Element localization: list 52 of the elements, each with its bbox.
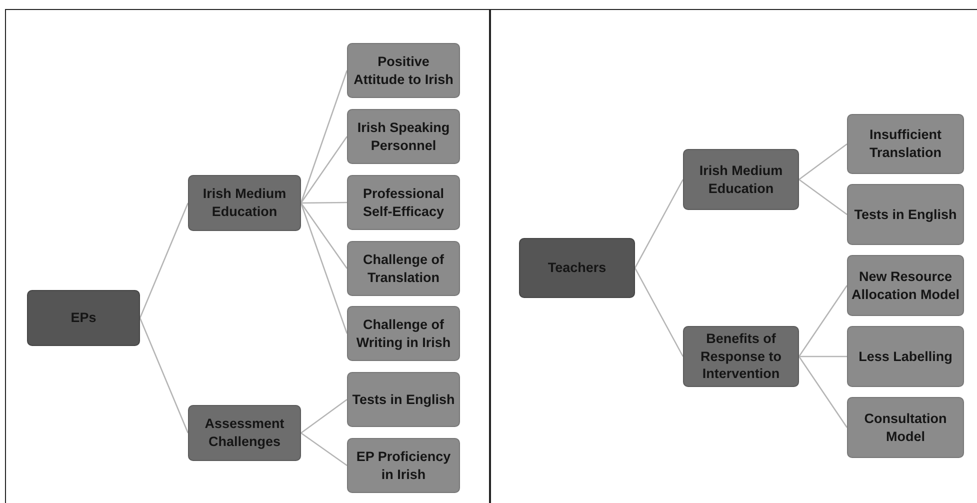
box-label: Irish Medium Education — [202, 185, 288, 221]
connector-line — [798, 143, 848, 180]
box-label: Irish Medium Education — [698, 162, 784, 198]
connector-line — [300, 202, 348, 269]
connector-line — [799, 356, 847, 358]
box-label: Challenge of Translation — [362, 250, 445, 286]
connector-line — [300, 70, 348, 204]
connector-line — [139, 202, 189, 318]
box-label: EP Proficiency in Irish — [355, 448, 452, 484]
topic-box — [347, 109, 460, 164]
topic-box — [847, 397, 964, 458]
box-label: Tests in English — [352, 390, 455, 408]
connector-line — [300, 398, 348, 434]
connector-line — [798, 356, 848, 428]
topic-box — [847, 255, 964, 316]
connector-line — [634, 179, 684, 268]
box-label: New Resource Allocation Model — [851, 268, 960, 304]
topic-box — [847, 184, 964, 245]
topic-box — [347, 372, 460, 427]
topic-box — [347, 306, 460, 361]
box-label: Assessment Challenges — [204, 415, 286, 451]
topic-box — [347, 438, 460, 493]
connector-line — [300, 136, 348, 204]
box-label: Benefits of Response to Intervention — [699, 330, 782, 383]
connector-line — [634, 268, 684, 357]
topic-box — [188, 175, 301, 231]
topic-box — [188, 405, 301, 461]
box-label: Insufficient Translation — [868, 126, 942, 162]
topic-box — [27, 290, 140, 346]
box-label: Irish Speaking Personnel — [356, 118, 451, 154]
topic-box — [347, 43, 460, 98]
topic-box — [847, 326, 964, 387]
topic-box — [347, 241, 460, 296]
box-label: Tests in English — [854, 206, 957, 224]
connector-line — [301, 202, 347, 204]
box-label: Less Labelling — [858, 348, 952, 366]
topic-box — [847, 114, 964, 174]
box-label: Consultation Model — [863, 410, 948, 446]
topic-box — [683, 149, 799, 210]
box-label: EPs — [70, 309, 96, 327]
connector-line — [798, 285, 848, 357]
topic-box — [683, 326, 799, 387]
topic-box — [347, 175, 460, 230]
box-label: Positive Attitude to Irish — [352, 52, 454, 88]
connector-line — [139, 318, 189, 434]
connector-line — [300, 202, 348, 334]
connector-line — [300, 432, 348, 466]
box-label: Professional Self-Efficacy — [362, 184, 446, 220]
topic-box — [519, 238, 635, 298]
connector-line — [798, 178, 848, 216]
box-label: Challenge of Writing in Irish — [355, 316, 452, 352]
box-label: Teachers — [548, 259, 606, 277]
